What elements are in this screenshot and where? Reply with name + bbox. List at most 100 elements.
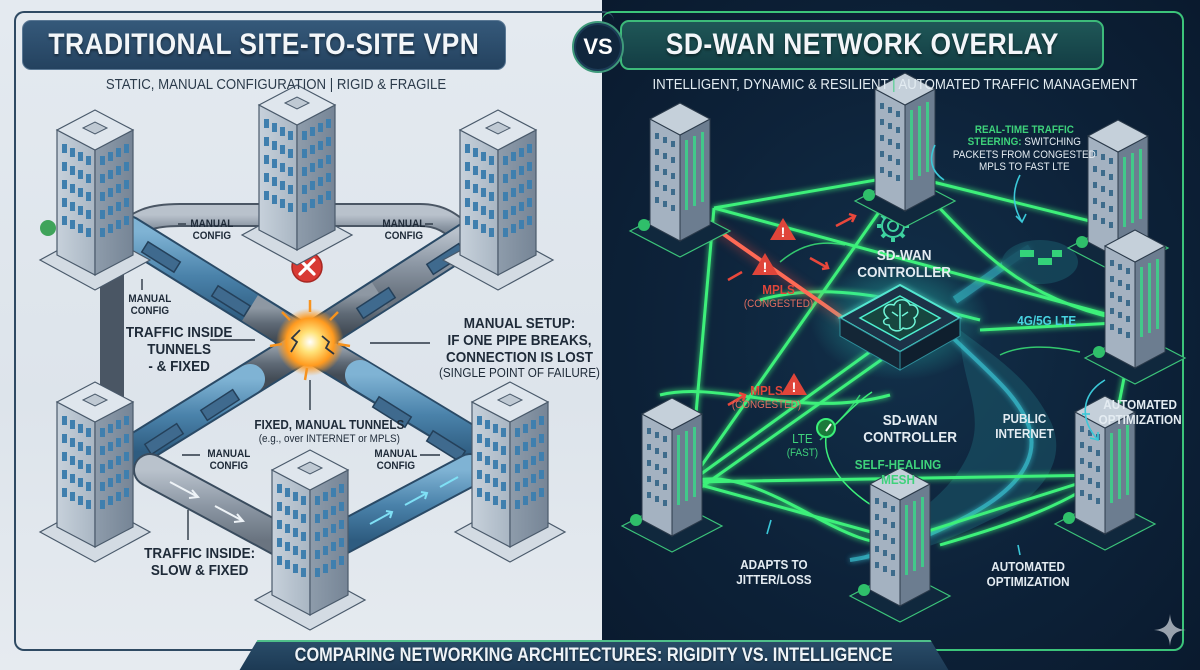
building-bottom-center — [254, 449, 366, 631]
subtitle-part: RIGID & FRAGILE — [336, 76, 447, 93]
building-top-left — [39, 109, 151, 291]
label-line: TUNNELS — [147, 340, 212, 358]
label-line: - & FIXED — [148, 357, 210, 375]
label-line: CONTROLLER — [857, 263, 951, 281]
label-line: MANUAL — [128, 293, 172, 305]
building-bottom-right — [454, 381, 566, 563]
label-line: CONFIG — [192, 230, 232, 243]
label-line: SLOW & FIXED — [150, 561, 249, 579]
warning-icon: ! — [770, 218, 796, 240]
label-line: IF ONE PIPE BREAKS, — [447, 331, 592, 349]
warning-icon: ! — [752, 253, 778, 275]
label-line: MANUAL — [207, 448, 251, 460]
traditional-vpn-title-bar: TRADITIONAL SITE-TO-SITE VPN — [22, 20, 506, 70]
label-line: ADAPTS TO — [740, 557, 808, 572]
building-sdwan-bottom-center — [849, 467, 951, 623]
label-line: OPTIMIZATION — [986, 573, 1070, 589]
label-line: MANUAL SETUP: — [463, 315, 576, 332]
subtitle-separator: | — [329, 76, 334, 93]
label-line: CONFIG — [130, 305, 170, 318]
label-line: PUBLIC — [1002, 411, 1047, 426]
sdwan-controller-device — [810, 260, 990, 380]
footer-title: COMPARING NETWORKING ARCHITECTURES: RIGI… — [295, 645, 893, 666]
lte-fast-label: LTE (FAST) — [786, 431, 819, 459]
label-line: FIXED, MANUAL TUNNELS — [254, 417, 405, 432]
label-line: TRAFFIC INSIDE: — [144, 545, 256, 562]
subtitle-separator: | — [892, 76, 896, 93]
sdwan-title-bar: SD-WAN NETWORK OVERLAY — [620, 20, 1104, 70]
subtitle-part: STATIC, MANUAL CONFIGURATION — [105, 76, 327, 93]
subtitle-part: INTELLIGENT, DYNAMIC & RESILIENT — [652, 76, 889, 93]
label-line: MANUAL — [190, 218, 234, 230]
speedometer-icon — [816, 418, 836, 438]
building-top-right — [442, 109, 554, 291]
label-line: MESH — [881, 471, 915, 487]
label-line: CONFIG — [209, 460, 249, 473]
building-sdwan-top-center — [854, 72, 956, 228]
brain-icon — [882, 299, 919, 332]
label-line: PACKETS FROM CONGESTED — [952, 148, 1096, 161]
label-line: LTE — [792, 431, 813, 446]
real-time-steering-label: REAL-TIME TRAFFIC STEERING: SWITCHING PA… — [953, 124, 1096, 173]
lte-4g5g-label: 4G/5G LTE — [1017, 313, 1077, 329]
traditional-vpn-title: TRADITIONAL SITE-TO-SITE VPN — [48, 28, 480, 61]
label-line: STEERING: SWITCHING — [953, 136, 1096, 148]
label-line: 4G/5G LTE — [1017, 313, 1077, 328]
label-line: CONFIG — [384, 230, 424, 243]
label-line: AUTOMATED — [991, 559, 1065, 574]
building-top-center — [241, 84, 353, 266]
subtitle-part: AUTOMATED TRAFFIC MANAGEMENT — [898, 76, 1138, 93]
label-line: SELF-HEALING — [854, 457, 942, 472]
label-line: SD-WAN — [882, 412, 938, 429]
manual-setup-label: MANUAL SETUP:IF ONE PIPE BREAKS,CONNECTI… — [438, 315, 600, 381]
label-line: MANUAL — [382, 218, 426, 230]
label-line: INTERNET — [995, 425, 1054, 441]
building-sdwan-top-left — [629, 102, 731, 258]
tree-icon — [40, 220, 56, 236]
label-line: (CONGESTED) — [743, 297, 814, 310]
svg-text:!: ! — [792, 379, 797, 395]
building-bottom-left — [39, 381, 151, 563]
label-line: CONNECTION IS LOST — [445, 348, 593, 366]
label-line: (CONGESTED) — [731, 398, 802, 411]
label-line: MPLS — [750, 383, 783, 398]
vs-badge: VS — [572, 21, 624, 73]
label-line: (FAST) — [786, 446, 819, 459]
label-line: MPLS TO FAST LTE — [979, 160, 1070, 173]
building-sdwan-bottom-left — [621, 397, 723, 553]
single-point-of-failure-note: (SINGLE POINT OF FAILURE) — [438, 365, 600, 381]
sdwan-subtitle: INTELLIGENT, DYNAMIC & RESILIENT | AUTOM… — [635, 76, 1154, 93]
label-line: MPLS — [762, 282, 795, 297]
warning-icon: ! — [781, 373, 807, 395]
label-line: STEERING: — [967, 136, 1022, 149]
traditional-vpn-subtitle: STATIC, MANUAL CONFIGURATION | RIGID & F… — [82, 76, 469, 93]
sdwan-title: SD-WAN NETWORK OVERLAY — [665, 28, 1059, 61]
sparkle-icon — [1154, 614, 1186, 646]
mpls-congested-label: MPLS (CONGESTED) — [743, 282, 814, 310]
fixed-manual-tunnels-label: FIXED, MANUAL TUNNELS (e.g., over INTERN… — [254, 417, 405, 445]
label-line: MANUAL — [374, 448, 418, 460]
fixed-tunnels-note: (e.g., over INTERNET or MPLS) — [258, 432, 400, 445]
lte-arrow-line — [835, 391, 873, 425]
label-line: AUTOMATED — [1103, 397, 1177, 412]
footer-banner: COMPARING NETWORKING ARCHITECTURES: RIGI… — [236, 640, 952, 670]
label-line: JITTER/LOSS — [736, 571, 812, 587]
svg-text:!: ! — [763, 259, 768, 275]
right-leader-lines — [766, 144, 1106, 556]
label-line: SD-WAN — [876, 247, 932, 264]
label-line: OPTIMIZATION — [1098, 411, 1182, 427]
vpn-pipes — [100, 203, 509, 557]
traffic-slow-fixed-label: TRAFFIC INSIDE:SLOW & FIXED — [144, 545, 256, 580]
